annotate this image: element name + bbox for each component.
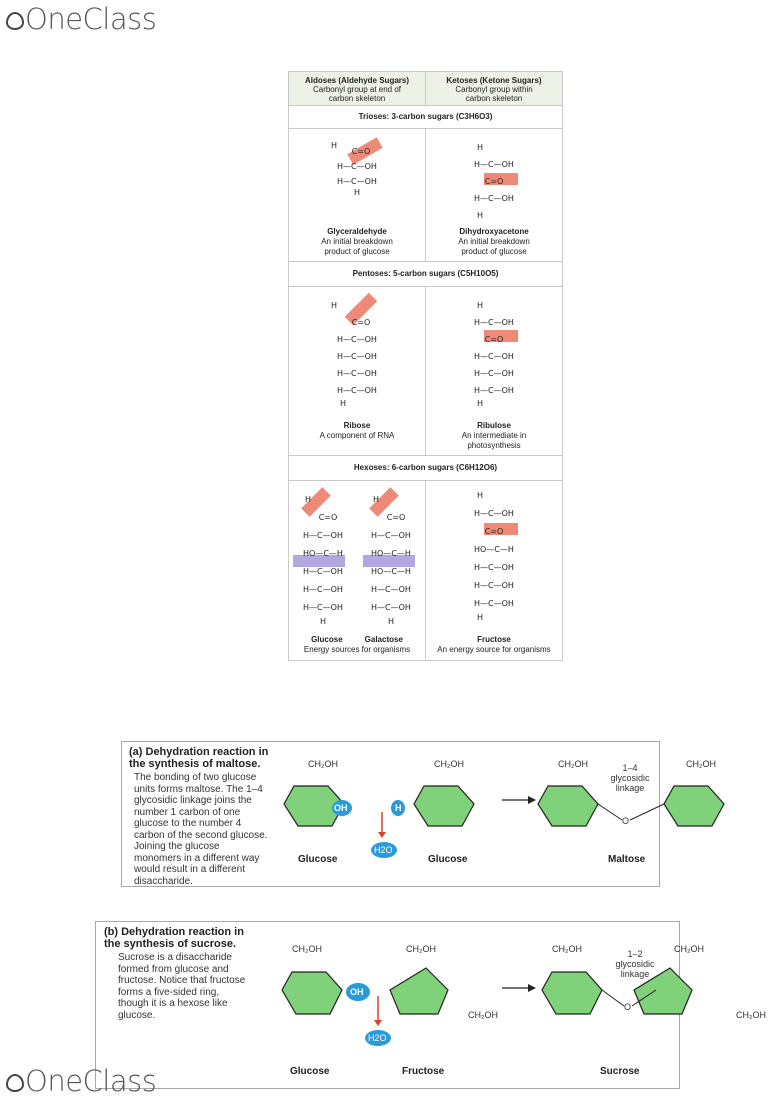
maltose-ring-1	[537, 785, 599, 827]
linkage-label: 1–4 glycosidic linkage	[610, 763, 650, 793]
ribulose-name: Ribulose	[477, 421, 511, 430]
sucrose-label: Sucrose	[600, 1066, 640, 1077]
ketoses-title: Ketoses (Ketone Sugars)	[446, 76, 542, 85]
dihydroxyacetone-structure: H H—C—OH C=O H—C—OH H	[474, 143, 514, 220]
ribose-desc: A component of RNA	[319, 431, 395, 440]
aldoses-title: Aldoses (Aldehyde Sugars)	[304, 76, 410, 85]
table-header: Aldoses (Aldehyde Sugars) Carbonyl group…	[289, 72, 562, 106]
oh-bubble	[332, 800, 352, 816]
glucose-label: Glucose	[290, 1066, 330, 1077]
glucose-ring	[413, 785, 475, 827]
water-bubble	[365, 1030, 391, 1046]
galactose-structure: H C=O H—C—OH HO—C—H HO—C—H H—C—OH H—C—OH…	[371, 495, 411, 626]
linkage-label: 1–2 glycosidic linkage	[615, 949, 655, 979]
galactose-name: Galactose	[364, 635, 403, 644]
water-label: H2O	[368, 1033, 387, 1043]
maltose-label: Maltose	[608, 854, 646, 865]
dihydroxyacetone-desc: An initial breakdown product of glucose	[458, 237, 530, 256]
pentoses-band: Pentoses: 5-carbon sugars (C5H10O5)	[289, 262, 562, 287]
sucrose-panel: (b) Dehydration reaction in the synthesi…	[95, 921, 766, 1089]
sucrose-ring-2	[633, 967, 693, 1015]
sucrose-desc: Sucrose is a disaccharide formed from gl…	[118, 952, 246, 1021]
glucose-name: Glucose	[311, 635, 343, 644]
sucrose-title: (b) Dehydration reaction in the synthesi…	[104, 926, 244, 950]
oneclass-logo-bottom: OneClass	[6, 1064, 157, 1098]
glucose-highlight	[293, 555, 345, 567]
glucose-ring	[281, 971, 343, 1015]
maltose-diagram	[283, 785, 725, 858]
glucose-label-2: Glucose	[428, 854, 468, 865]
leaf-icon	[6, 12, 24, 30]
maltose-desc: The bonding of two glucose units forms m…	[134, 772, 268, 887]
glucose-structure: H C=O H—C—OH HO—C—H H—C—OH H—C—OH H—C—OH…	[303, 495, 343, 626]
water-label: H2O	[374, 845, 393, 855]
maltose-panel: (a) Dehydration reaction in the synthesi…	[121, 741, 725, 887]
aldoses-desc: Carbonyl group at end of carbon skeleton	[312, 85, 402, 103]
sucrose-ring-1	[541, 971, 603, 1015]
fructose-ring	[389, 967, 449, 1015]
h-bubble	[391, 800, 405, 816]
oh-bubble	[346, 983, 370, 1001]
ribulose-desc: An intermediate in photosynthesis	[461, 431, 527, 450]
carbonyl-highlight	[484, 173, 518, 185]
oneclass-logo-top: OneClass	[6, 2, 157, 36]
water-bubble	[371, 842, 397, 858]
hexoses-row: H C=O H—C—OH HO—C—H H—C—OH H—C—OH H—C—OH…	[289, 481, 562, 659]
carbonyl-highlight	[484, 330, 518, 342]
fructose-structure: H H—C—OH C=O HO—C—H H—C—OH H—C—OH H—C—OH…	[474, 491, 514, 622]
pentoses-row: H C=O H—C—OH H—C—OH H—C—OH H—C—OH H Ribo…	[289, 287, 562, 456]
sugar-classification-table: Aldoses (Aldehyde Sugars) Carbonyl group…	[288, 71, 563, 661]
fructose-desc: An energy source for organisms	[437, 645, 551, 654]
galactose-highlight	[363, 555, 415, 567]
ketoses-desc: Carbonyl group within carbon skeleton	[455, 85, 533, 103]
carbonyl-highlight	[484, 523, 518, 535]
glucose-label-1: Glucose	[298, 854, 338, 865]
trioses-row: H C=O H—C—OH H—C—OH H Glyceraldehyde An …	[289, 129, 562, 262]
glyceraldehyde-name: Glyceraldehyde	[327, 227, 387, 236]
dihydroxyacetone-name: Dihydroxyacetone	[459, 227, 529, 236]
hexoses-band: Hexoses: 6-carbon sugars (C6H12O6)	[289, 456, 562, 481]
hexose-aldose-desc: Energy sources for organisms	[303, 645, 411, 654]
sucrose-diagram	[281, 967, 693, 1046]
ribose-structure: H C=O H—C—OH H—C—OH H—C—OH H—C—OH H	[330, 301, 377, 408]
trioses-band: Trioses: 3-carbon sugars (C3H6O3)	[289, 106, 562, 129]
leaf-icon	[6, 1074, 24, 1092]
glyceraldehyde-structure: H C=O H—C—OH H—C—OH H	[330, 141, 377, 197]
glucose-ring	[283, 785, 345, 827]
fructose-name: Fructose	[477, 635, 511, 644]
maltose-ring-2	[663, 785, 725, 827]
maltose-title: (a) Dehydration reaction in the synthesi…	[129, 746, 269, 770]
ribose-name: Ribose	[343, 421, 371, 430]
glyceraldehyde-desc: An initial breakdown product of glucose	[321, 237, 393, 256]
ribulose-structure: H H—C—OH C=O H—C—OH H—C—OH H—C—OH H	[474, 301, 514, 408]
fructose-label: Fructose	[402, 1066, 445, 1077]
